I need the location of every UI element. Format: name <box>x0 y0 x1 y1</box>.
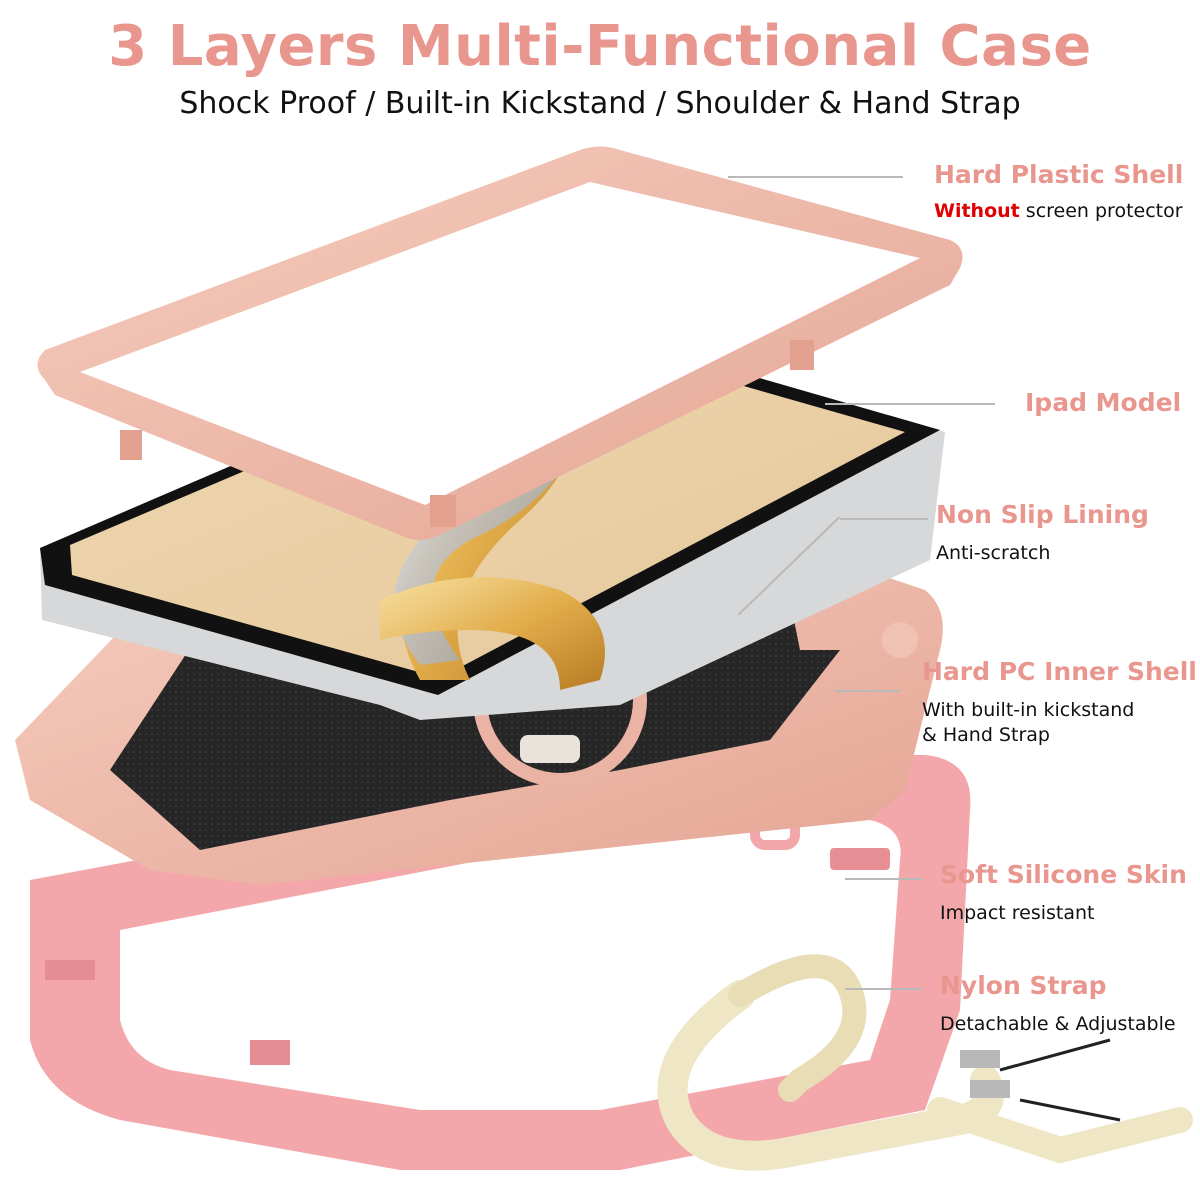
callout-description: Without screen protector <box>934 199 1183 224</box>
page-title: 3 Layers Multi-Functional Case <box>108 14 1092 79</box>
callout-line-ipad-model <box>825 403 995 405</box>
callout-title: Hard Plastic Shell <box>934 160 1184 189</box>
callout-line-inner-shell <box>835 690 900 692</box>
callout-description-line1: With built-in kickstand <box>922 699 1135 721</box>
callout-line-plastic-shell <box>728 176 903 178</box>
page-subtitle: Shock Proof / Built-in Kickstand / Shoul… <box>179 86 1021 121</box>
callout-ipad-model: Ipad Model <box>1025 388 1181 417</box>
callout-title: Non Slip Lining <box>936 500 1149 529</box>
callout-description: Anti-scratch <box>936 542 1051 564</box>
callout-description: Detachable & Adjustable <box>940 1013 1176 1035</box>
callout-title: Nylon Strap <box>940 971 1107 1000</box>
callout-hard-plastic-shell: Hard Plastic Shell Without screen protec… <box>934 160 1183 224</box>
callout-description-line2: & Hand Strap <box>922 724 1050 746</box>
lanyard-strap-icon <box>657 954 1193 1171</box>
callout-title: Soft Silicone Skin <box>940 860 1187 889</box>
callout-line-silicone-skin <box>845 878 923 880</box>
callout-description-text: screen protector <box>1019 200 1183 222</box>
callout-hard-pc-inner-shell: Hard PC Inner Shell With built-in kickst… <box>922 657 1197 748</box>
callout-emphasis: Without <box>934 200 1020 222</box>
callout-title: Ipad Model <box>1025 388 1182 417</box>
callout-description: Impact resistant <box>940 902 1095 924</box>
callout-title: Hard PC Inner Shell <box>922 657 1197 686</box>
callout-non-slip-lining: Non Slip Lining Anti-scratch <box>936 500 1149 566</box>
callout-nylon-strap: Nylon Strap Detachable & Adjustable <box>940 971 1176 1037</box>
callout-line-nylon-strap <box>845 988 923 990</box>
callout-soft-silicone-skin: Soft Silicone Skin Impact resistant <box>940 860 1187 926</box>
callout-line-lining-h <box>840 518 928 520</box>
plastic-shell-shape <box>37 146 963 540</box>
callout-description: With built-in kickstand & Hand Strap <box>922 698 1197 748</box>
